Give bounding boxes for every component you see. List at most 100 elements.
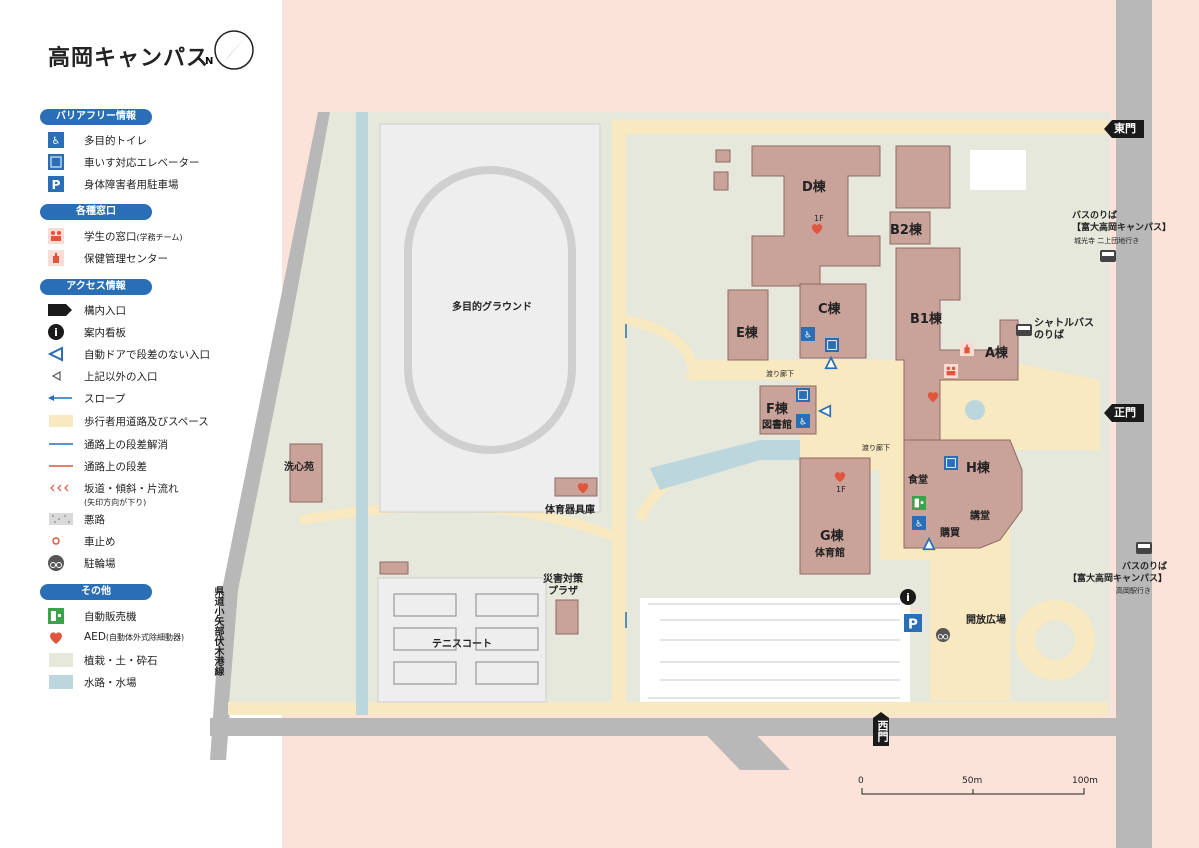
accessible-toilet-icon: ♿ xyxy=(48,132,64,148)
equipment-store-label: 体育器具庫 xyxy=(545,505,595,516)
building-b1-label: B1棟 xyxy=(910,312,942,327)
building-c-label: C棟 xyxy=(818,302,841,317)
legend-item: 駐輪場 xyxy=(44,554,274,572)
legend-label: 歩行者用道路及びスペース xyxy=(84,416,209,428)
legend-label: 上記以外の入口 xyxy=(84,371,158,383)
page-title: 高岡キャンパス xyxy=(48,46,210,71)
building-b2-top xyxy=(895,145,951,209)
west-gate[interactable]: 西門 xyxy=(873,712,889,746)
scale-max: 100m xyxy=(1072,776,1098,786)
aed-icon xyxy=(834,472,846,483)
legend-item: 車止め xyxy=(44,532,274,550)
svg-text:♿: ♿ xyxy=(804,331,812,341)
other-entrance-icon xyxy=(51,370,61,382)
tennis-court xyxy=(475,627,539,651)
legend-label: 保健管理センター xyxy=(84,253,168,265)
scale-mid: 50m xyxy=(962,776,983,786)
building-b2 xyxy=(889,211,931,245)
building-b2-label: B2棟 xyxy=(890,223,922,238)
svg-text:♿: ♿ xyxy=(915,520,923,530)
legend-item: スロープ xyxy=(44,389,274,407)
floor-label: 1F xyxy=(814,214,824,223)
aed-icon xyxy=(927,392,939,403)
north-arrow-needle xyxy=(222,34,248,64)
svg-text:♿: ♿ xyxy=(799,418,807,428)
south-road-branch xyxy=(690,718,790,770)
building-small xyxy=(715,149,731,163)
south-path xyxy=(228,702,1108,715)
legend-label: 車いす対応エレベーター xyxy=(84,157,200,169)
health-center-icon xyxy=(960,342,974,356)
bicycle-parking-icon xyxy=(936,628,950,642)
corridor-label: 渡り廊下 xyxy=(862,444,890,452)
legend-label: 悪路 xyxy=(84,514,105,526)
planting-icon xyxy=(49,653,73,667)
legend-item: 上記以外の入口 xyxy=(44,367,274,385)
bus-icon xyxy=(1016,324,1032,336)
main-gate[interactable]: 正門 xyxy=(1104,404,1144,422)
legend-item: 学生の窓口(学務チーム) xyxy=(44,227,274,245)
legend-heading-other: その他 xyxy=(40,584,152,600)
svg-text:P: P xyxy=(52,178,61,192)
rough-road-icon xyxy=(49,513,73,525)
building-g-label: G棟 xyxy=(820,529,844,544)
svg-text:♿: ♿ xyxy=(52,136,61,147)
building-h-label: H棟 xyxy=(966,461,990,476)
parking-lot xyxy=(640,598,910,702)
ground-label: 多目的グラウンド xyxy=(452,302,532,313)
building-e xyxy=(727,289,769,361)
accessible-parking-icon: P xyxy=(904,614,922,632)
auto-door-entrance-icon xyxy=(818,404,832,418)
round-plaza-center xyxy=(1035,620,1075,660)
legend-item: 車いす対応エレベーター xyxy=(44,153,274,171)
legend-label: 坂道・傾斜・片流れ(矢印方向が下り) xyxy=(84,483,179,507)
gymnasium-label: 体育館 xyxy=(815,548,845,559)
open-plaza-label: 開放広場 xyxy=(966,615,1006,626)
east-gate[interactable]: 東門 xyxy=(1104,120,1144,138)
legend-label: スロープ xyxy=(84,393,126,405)
legend-item: 構内入口 xyxy=(44,301,274,319)
cafeteria-label: 食堂 xyxy=(908,475,928,486)
track xyxy=(404,166,576,454)
bus-stop-south-note: 高岡駅行き xyxy=(1116,587,1151,595)
accessible-toilet-icon: ♿ xyxy=(801,327,815,341)
main-gate-path xyxy=(960,400,1080,418)
building-small xyxy=(713,171,729,191)
legend-label: 身体障害者用駐車場 xyxy=(84,179,179,191)
bicycle-parking-icon xyxy=(48,555,64,571)
info-board-icon: i xyxy=(900,589,916,605)
legend-item: 悪路 xyxy=(44,510,274,528)
health-center-icon xyxy=(48,250,64,266)
purchase-label: 購買 xyxy=(940,528,960,539)
legend-item: 通路上の段差解消 xyxy=(44,435,274,453)
lecture-hall-label: 講堂 xyxy=(970,511,990,522)
bus-icon xyxy=(1100,250,1116,262)
legend-label: 水路・水場 xyxy=(84,677,137,689)
building-h xyxy=(903,439,1023,549)
legend-item: 歩行者用道路及びスペース xyxy=(44,412,274,430)
legend-label: 多目的トイレ xyxy=(84,135,147,147)
legend-heading-windows: 各種窓口 xyxy=(40,204,152,220)
building-small xyxy=(379,561,409,575)
bus-icon xyxy=(1136,542,1152,554)
water-icon xyxy=(49,675,73,689)
legend-label: 植栽・土・砕石 xyxy=(84,655,158,667)
auto-door-entrance-icon xyxy=(922,537,936,551)
slope-icon xyxy=(48,395,72,401)
vending-machine-icon xyxy=(48,608,64,624)
legend-label: 通路上の段差 xyxy=(84,461,147,473)
floor-label: 1F xyxy=(836,485,846,494)
accessible-parking-icon: P xyxy=(48,176,64,192)
disaster-plaza-label: 災害対策 プラザ xyxy=(543,574,583,597)
svg-text:i: i xyxy=(54,326,58,339)
step-resolved-icon xyxy=(49,443,73,445)
building-garden xyxy=(289,443,323,503)
legend-label: AED(自動体外式除細動器) xyxy=(84,631,185,643)
vending-machine-icon xyxy=(912,496,926,510)
bus-stop-east-label: バスのりば 【富大高岡キャンパス】 xyxy=(1072,211,1172,233)
legend-item: 坂道・傾斜・片流れ(矢印方向が下り) xyxy=(44,479,274,507)
accessible-toilet-icon: ♿ xyxy=(796,414,810,428)
building-d xyxy=(751,145,881,287)
building-a-label: A棟 xyxy=(985,346,1009,361)
